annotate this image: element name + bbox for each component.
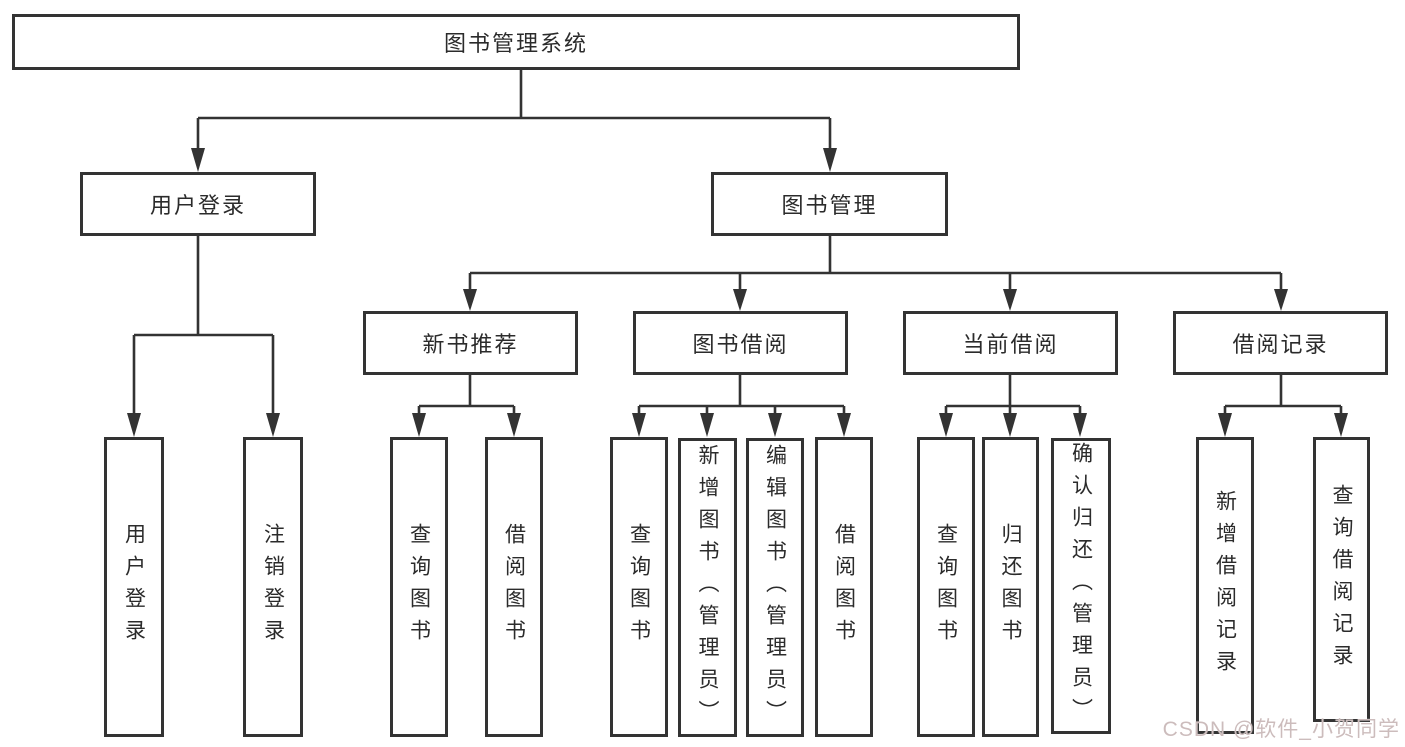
- leaf-user-login: 用户登录: [104, 437, 164, 737]
- csdn-watermark: CSDN @软件_小贺同学: [1162, 718, 1400, 741]
- leaf-current-query-books-label: 查询图书: [934, 523, 958, 651]
- leaf-query-borrow-record: 查询借阅记录: [1313, 437, 1370, 722]
- leaf-borrow-books-label: 借阅图书: [832, 523, 856, 651]
- leaf-borrow-books: 借阅图书: [815, 437, 873, 737]
- node-book-borrow: 图书借阅: [633, 311, 848, 375]
- leaf-recommend-borrow-books: 借阅图书: [485, 437, 543, 737]
- leaf-logout: 注销登录: [243, 437, 303, 737]
- node-new-book-recommend: 新书推荐: [363, 311, 578, 375]
- leaf-recommend-query-books: 查询图书: [390, 437, 448, 737]
- leaf-add-borrow-record-label: 新增借阅记录: [1213, 489, 1237, 682]
- leaf-return-books: 归还图书: [982, 437, 1039, 737]
- leaf-logout-label: 注销登录: [261, 523, 285, 651]
- leaf-edit-books-admin-label: 编辑图书（管理员）: [763, 443, 787, 732]
- leaf-user-login-label: 用户登录: [122, 523, 146, 651]
- node-root-system: 图书管理系统: [12, 14, 1020, 70]
- leaf-edit-books-admin: 编辑图书（管理员）: [746, 438, 804, 737]
- node-current-borrow: 当前借阅: [903, 311, 1118, 375]
- leaf-borrow-query-books-label: 查询图书: [627, 523, 651, 651]
- leaf-recommend-borrow-books-label: 借阅图书: [502, 523, 526, 651]
- connector-segments: [132, 70, 1343, 414]
- node-book-management: 图书管理: [711, 172, 948, 236]
- leaf-current-query-books: 查询图书: [917, 437, 975, 737]
- leaf-confirm-return-admin-label: 确认归还（管理员）: [1069, 442, 1093, 730]
- leaf-return-books-label: 归还图书: [999, 523, 1022, 651]
- leaf-query-borrow-record-label: 查询借阅记录: [1330, 483, 1353, 676]
- leaf-add-borrow-record: 新增借阅记录: [1196, 437, 1254, 734]
- leaf-add-books-admin-label: 新增图书（管理员）: [696, 443, 719, 732]
- leaf-confirm-return-admin: 确认归还（管理员）: [1051, 438, 1111, 734]
- node-borrow-records: 借阅记录: [1173, 311, 1388, 375]
- arrowheads: [127, 148, 1348, 437]
- leaf-recommend-query-books-label: 查询图书: [407, 523, 431, 651]
- leaf-add-books-admin: 新增图书（管理员）: [678, 438, 737, 737]
- node-user-login: 用户登录: [80, 172, 316, 236]
- leaf-borrow-query-books: 查询图书: [610, 437, 668, 737]
